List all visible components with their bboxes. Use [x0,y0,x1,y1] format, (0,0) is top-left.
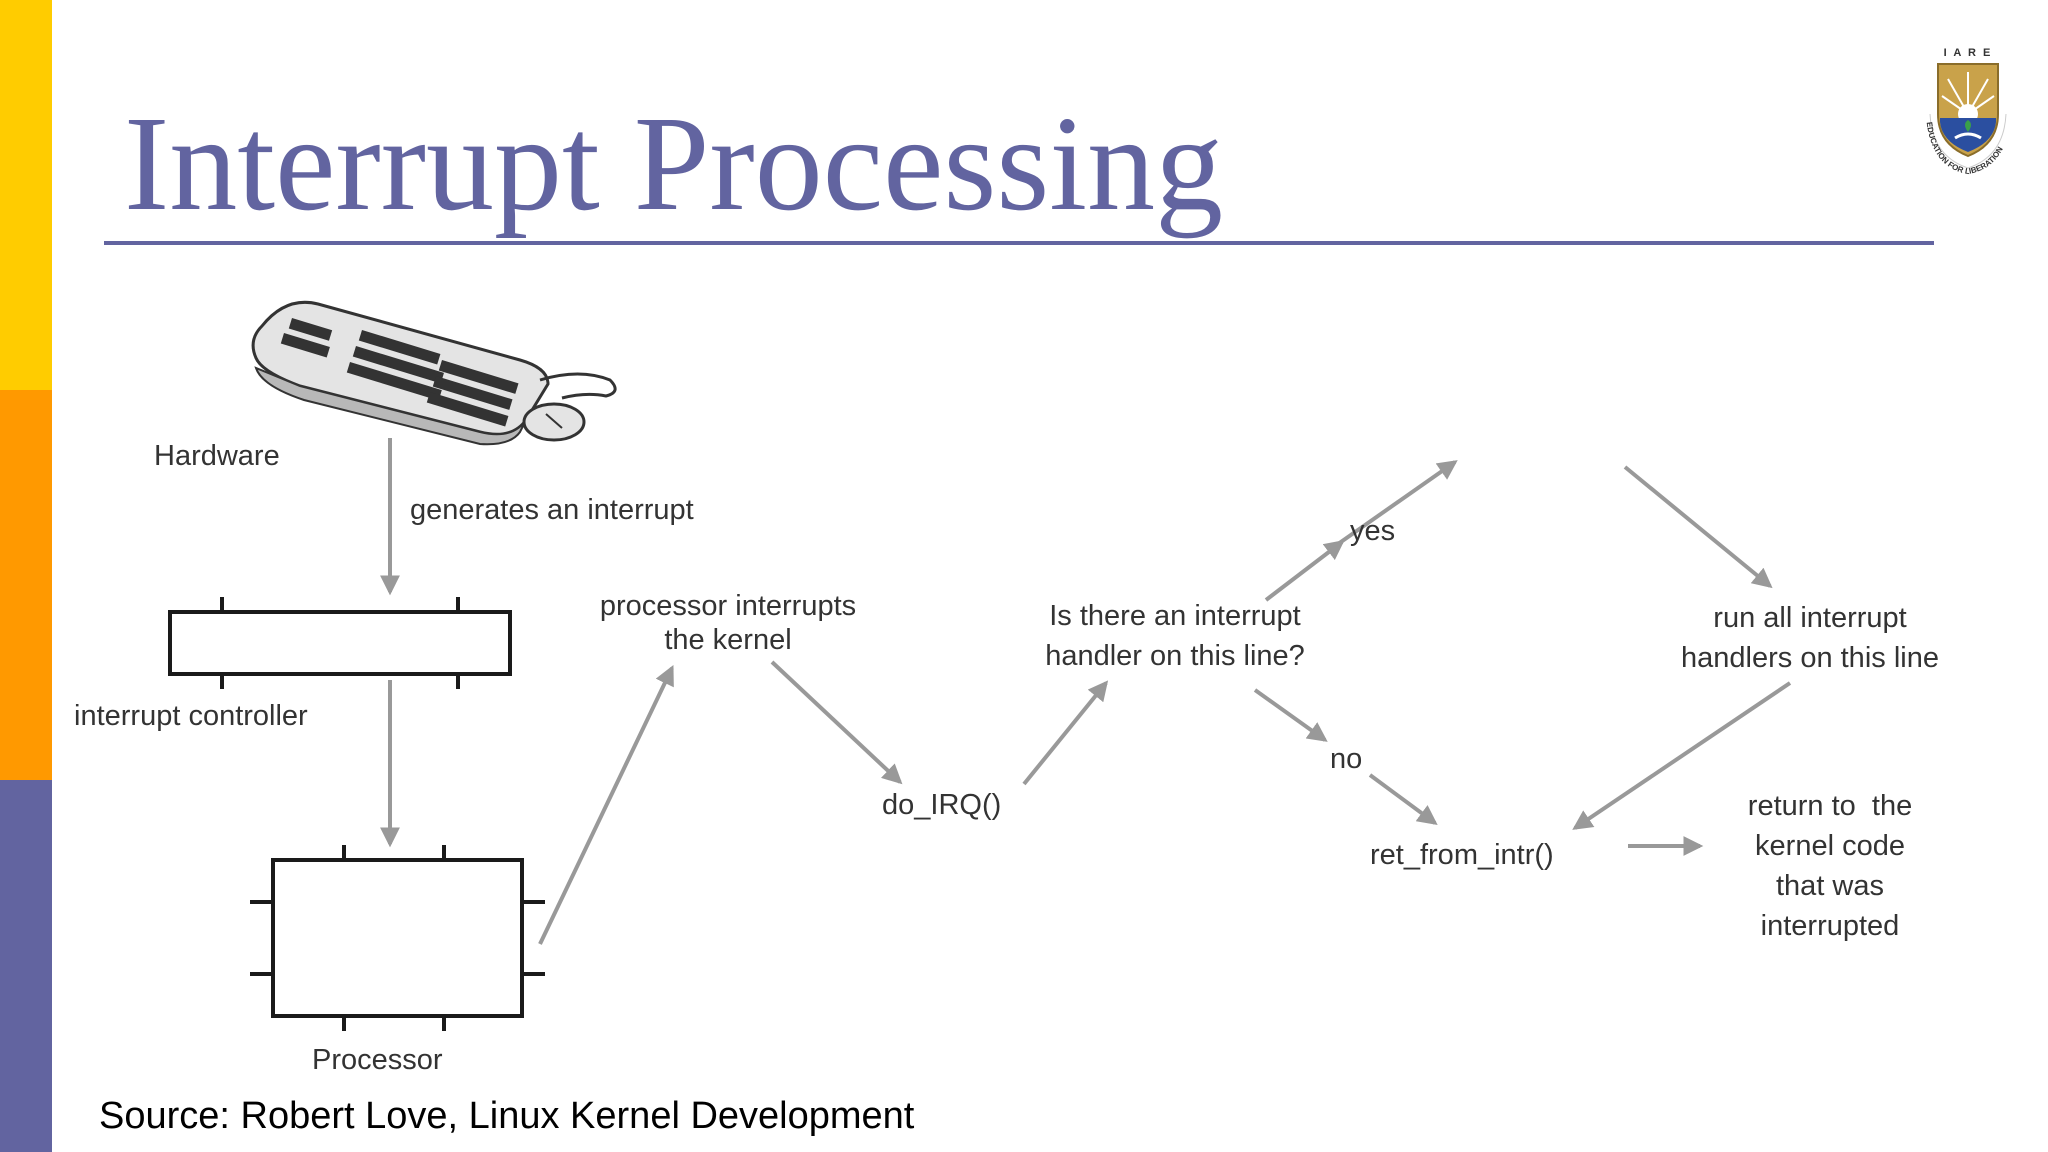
title-underline [104,241,1934,245]
label-question-line1: Is there an interrupt [1049,600,1301,632]
label-hardware: Hardware [154,440,280,472]
arrow-run-to-ret [1572,681,1792,830]
arrow-yes-to-handle [1264,539,1345,602]
label-generates-interrupt: generates an interrupt [410,494,694,526]
interrupt-controller-box [168,597,512,689]
label-no: no [1330,743,1363,775]
arrow-processor-to-kernel [538,664,674,945]
label-processor-interrupts-line1: processor interrupts [599,590,857,622]
arrow-kernel-to-doirq [770,660,903,785]
label-return-line4: interrupted [1760,910,1900,942]
label-run-handlers: run all interrupt handlers on this line [1640,598,1980,678]
label-run-handlers-line2: handlers on this line [1681,642,1939,674]
svg-text:I A R E: I A R E [1944,47,1993,59]
label-yes: yes [1350,515,1396,547]
label-processor: Processor [312,1044,443,1076]
iare-logo: I A R E EDUCATION FOR LIBERATION [1925,47,2007,176]
label-processor-interrupts: processor interrupts the kernel [558,586,898,660]
arrow-question-to-no [1253,688,1328,742]
label-return-line2: kernel code [1755,830,1905,862]
slide-title: Interrupt Processing [124,89,1224,239]
source-citation: Source: Robert Love, Linux Kernel Develo… [99,1095,915,1137]
label-ret-from-intr: ret_from_intr() [1370,839,1554,871]
keyboard-icon [251,300,617,446]
processor-box [250,845,545,1031]
label-question-line2: handler on this line? [1045,640,1305,672]
label-interrupt-controller: interrupt controller [74,700,308,732]
accent-strip-yellow [0,0,52,390]
label-return-line3: that was [1776,870,1884,902]
label-question: Is there an interrupt handler on this li… [1000,596,1350,676]
arrow-handle-to-run [1623,465,1773,589]
label-do-irq: do_IRQ() [882,789,1002,821]
label-run-handlers-line1: run all interrupt [1713,602,1907,634]
accent-strip-orange [0,390,52,780]
label-return-line1: return to the [1747,790,1913,822]
arrow-doirq-to-question [1022,680,1109,786]
label-processor-interrupts-line2: the kernel [664,624,792,656]
accent-strip-purple [0,780,52,1152]
arrow-question-to-handle [1336,460,1458,546]
arrow-no-to-ret [1368,773,1438,825]
label-return-to-kernel: return to the kernel code that was inter… [1690,786,1970,946]
